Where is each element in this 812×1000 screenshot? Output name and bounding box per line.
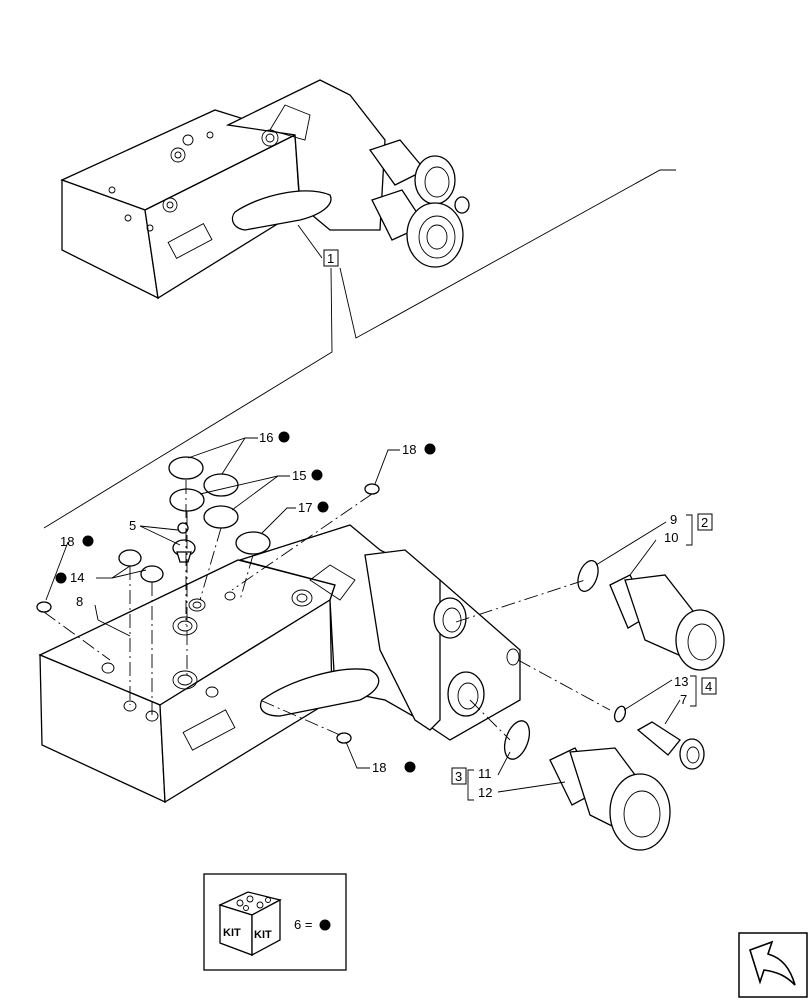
kit-dot-18-top bbox=[424, 443, 436, 455]
callout-7: 7 bbox=[680, 692, 687, 707]
o-ring-16b bbox=[203, 473, 239, 497]
kit-box-icon: KIT KIT bbox=[218, 891, 282, 957]
seal-18-left bbox=[36, 601, 52, 613]
callout-14: 14 bbox=[70, 570, 84, 585]
coupler-7 bbox=[636, 721, 705, 770]
callout-5: 5 bbox=[129, 518, 136, 533]
kit-dot-17 bbox=[317, 501, 329, 513]
seal-18-bottom bbox=[336, 732, 352, 744]
callout-box-1 bbox=[323, 249, 339, 267]
kit-dot-18-left bbox=[82, 535, 94, 547]
o-ring-16a bbox=[168, 456, 204, 480]
callout-10: 10 bbox=[664, 530, 678, 545]
kit-legend-dot bbox=[319, 919, 331, 931]
callout-leaders bbox=[45, 437, 697, 801]
callout-8: 8 bbox=[76, 594, 83, 609]
return-arrow-icon[interactable] bbox=[738, 932, 808, 998]
callout-15: 15 bbox=[292, 468, 306, 483]
seal-13 bbox=[613, 705, 627, 723]
callout-box-4 bbox=[701, 677, 717, 695]
callout-box-3 bbox=[451, 767, 467, 785]
seal-18-top bbox=[364, 483, 380, 495]
callout-18-bottom: 18 bbox=[372, 760, 386, 775]
kit-legend-box bbox=[203, 873, 347, 971]
callout-18-left: 18 bbox=[60, 534, 74, 549]
callout-17: 17 bbox=[298, 500, 312, 515]
callout-13: 13 bbox=[674, 674, 688, 689]
kit-legend-text: 6 = bbox=[294, 917, 312, 932]
kit-dot-15 bbox=[311, 469, 323, 481]
kit-dot-16 bbox=[278, 431, 290, 443]
callout-11: 11 bbox=[478, 766, 492, 781]
o-ring-14a bbox=[118, 549, 142, 567]
callout-16: 16 bbox=[259, 430, 273, 445]
callout-18-top: 18 bbox=[402, 442, 416, 457]
callout-3: 3 bbox=[455, 769, 462, 784]
o-ring-15a bbox=[169, 488, 205, 512]
top-valve-assembly: 1 bbox=[43, 79, 676, 529]
top-coupler-lower bbox=[371, 189, 464, 268]
kit-label-right: KIT bbox=[254, 929, 272, 941]
callout-12: 12 bbox=[478, 785, 492, 800]
callout-9: 9 bbox=[670, 512, 677, 527]
bottom-valve-assembly bbox=[36, 456, 725, 851]
callout-box-2 bbox=[697, 513, 713, 531]
o-ring-14b bbox=[140, 565, 164, 583]
o-ring-11 bbox=[503, 720, 531, 760]
callout-2: 2 bbox=[701, 515, 708, 530]
o-ring-17 bbox=[235, 531, 271, 555]
kit-dot-14 bbox=[55, 572, 67, 584]
callout-labels: 16 15 17 5 18 18 14 8 18 9 10 2 13 7 4 3… bbox=[55, 430, 717, 800]
coupler-10 bbox=[609, 574, 725, 671]
check-valve-5 bbox=[172, 522, 196, 563]
coupler-12 bbox=[549, 747, 671, 851]
callout-4: 4 bbox=[705, 679, 712, 694]
top-coupler-upper bbox=[368, 139, 470, 214]
kit-dot-18-bottom bbox=[404, 761, 416, 773]
o-ring-9 bbox=[577, 560, 599, 592]
callout-1: 1 bbox=[327, 251, 334, 266]
kit-legend: KIT KIT 6 = bbox=[203, 873, 347, 971]
kit-label-left: KIT bbox=[223, 927, 241, 939]
